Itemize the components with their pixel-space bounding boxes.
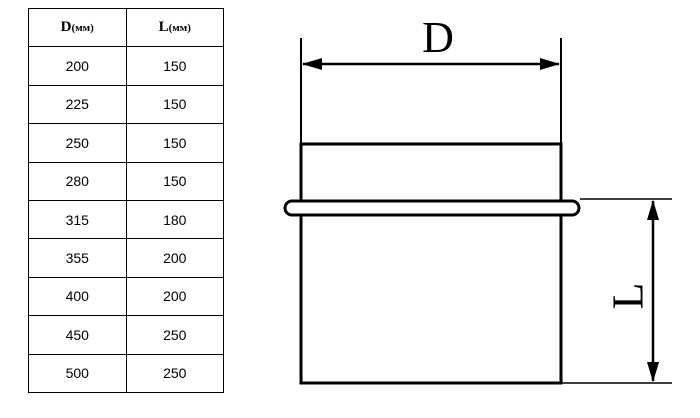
cell-length: 200 [125, 276, 224, 317]
table-row: 355 200 [28, 238, 224, 278]
bead-ring [283, 199, 581, 217]
table-row: 400 200 [28, 276, 224, 317]
table-row: 200 150 [28, 46, 224, 86]
dimensions-table-body: D(мм) L(мм) 200 150 225 150 250 150 280 … [28, 7, 224, 393]
cell-length: 150 [125, 161, 224, 201]
length-label: L [604, 283, 653, 310]
cell-diameter: 200 [28, 46, 127, 86]
cell-length: 150 [125, 84, 224, 125]
cell-diameter: 250 [28, 123, 127, 163]
table-header-row: D(мм) L(мм) [28, 7, 224, 48]
cell-length: 250 [125, 315, 224, 355]
lower-body [299, 212, 563, 385]
cell-diameter: 500 [28, 353, 127, 393]
header-diameter: D(мм) [28, 7, 127, 48]
table-row: 250 150 [28, 123, 224, 163]
header-length-unit: (мм) [168, 22, 191, 35]
table-row: 225 150 [28, 84, 224, 125]
cell-length: 180 [125, 199, 224, 240]
cell-length: 200 [125, 238, 224, 278]
header-diameter-unit: (мм) [71, 22, 94, 35]
table-row: 280 150 [28, 161, 224, 201]
cell-diameter: 400 [28, 276, 127, 317]
header-length: L(мм) [125, 7, 224, 48]
header-diameter-label: D [60, 19, 72, 36]
diameter-label: D [422, 13, 454, 62]
cell-diameter: 225 [28, 84, 127, 125]
table-row: 315 180 [28, 199, 224, 240]
table-row: 500 250 [28, 353, 224, 393]
upper-sleeve [299, 142, 563, 204]
cell-length: 250 [125, 353, 224, 393]
header-length-label: L [158, 19, 169, 36]
dimensions-table: D(мм) L(мм) 200 150 225 150 250 150 280 … [28, 7, 224, 393]
table-row: 450 250 [28, 315, 224, 355]
cell-length: 150 [125, 46, 224, 86]
cell-length: 150 [125, 123, 224, 163]
cell-diameter: 355 [28, 238, 127, 278]
